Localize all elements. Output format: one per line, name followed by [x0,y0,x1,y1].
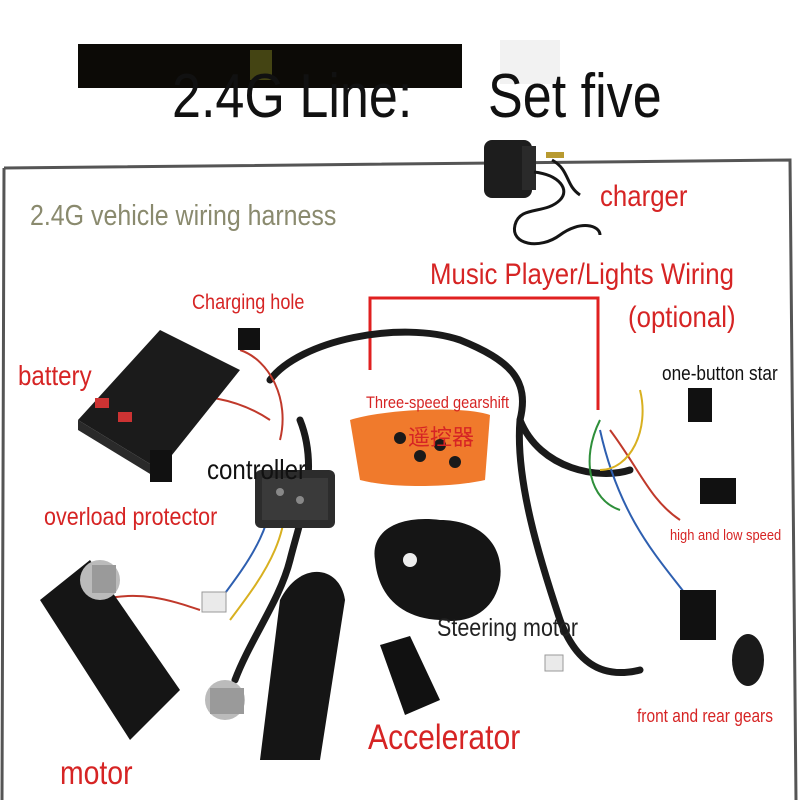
frame-outline [0,158,798,801]
label-one-button-start: one-button star [662,363,778,385]
label-motor: motor [60,754,133,791]
label-charging-hole: Charging hole [192,291,305,314]
label-music-lights: Music Player/Lights Wiring [430,258,734,291]
one-button-start-switch [688,388,712,422]
accelerator-pedal [380,636,440,715]
steering-gearbox [374,519,501,621]
remote-chinese-text: 遥控器 [408,426,474,451]
rear-motor-right [205,571,345,760]
rear-motor-left [40,560,180,740]
charger-adapter [484,140,602,246]
white-connector [201,591,227,613]
label-overload-protector: overload protector [44,503,218,531]
label-high-low-speed: high and low speed [670,527,782,544]
label-front-rear-gears: front and rear gears [637,706,773,726]
overload-protector-connector [150,450,172,482]
title-line: 2.4G Line: [172,62,413,131]
charging-hole-plug [238,328,260,350]
main-harness-wires [231,328,644,684]
label-accelerator: Accelerator [368,718,521,757]
high-low-speed-switch [700,478,736,504]
label-charger: charger [600,180,688,213]
battery-pack [78,330,240,480]
label-three-speed-gearshift: Three-speed gearshift [366,393,510,412]
label-steering-motor: Steering motor [437,614,579,642]
banner-glow [250,50,272,80]
harness-subtitle: 2.4G vehicle wiring harness [30,200,337,232]
label-optional: (optional) [628,301,736,334]
label-battery: battery [18,360,92,391]
white-connector-2 [544,654,564,672]
title-set: Set five [488,62,662,131]
controller-unit [255,470,335,528]
remote-control: 遥控器 [350,409,490,486]
gear-shifter [680,590,764,686]
label-controller: controller [207,454,307,485]
